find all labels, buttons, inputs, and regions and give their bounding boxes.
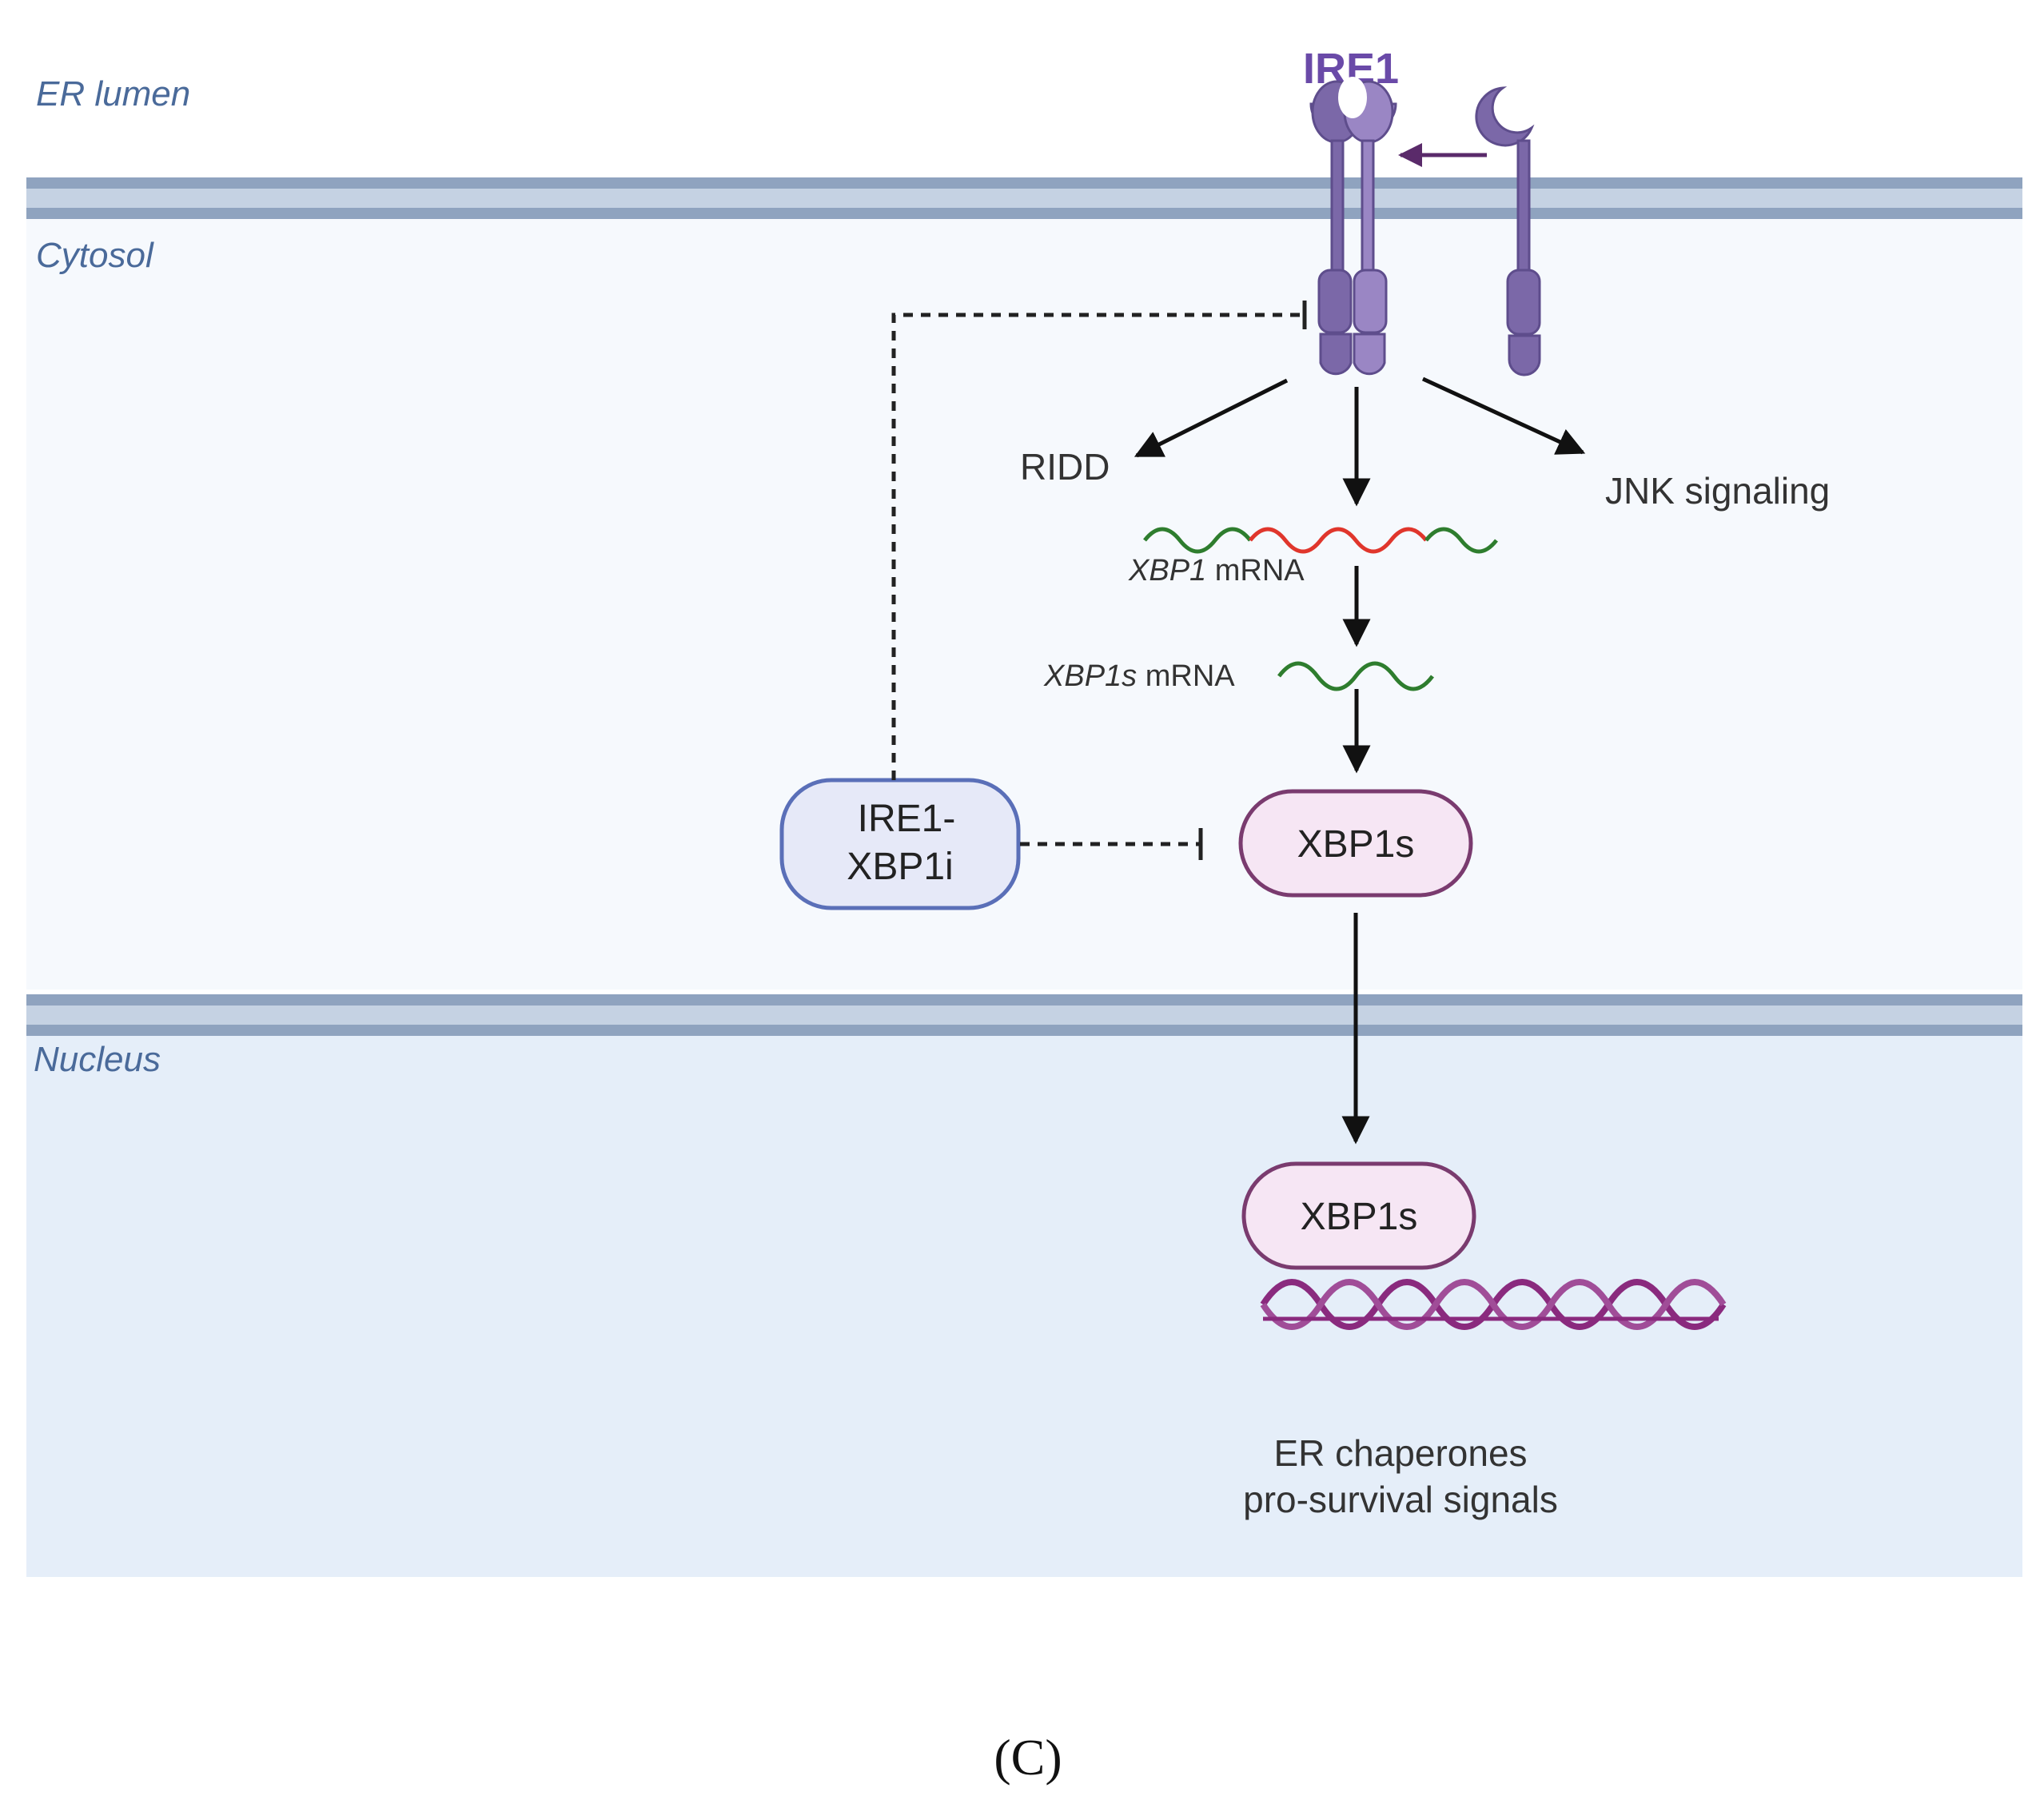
xbp1s-cytosol-label: XBP1s [1297,823,1415,866]
xbp1-mrna-icon [1143,527,1498,554]
nuclear-membrane [26,994,2022,1036]
cytosol-label: Cytosol [36,236,154,275]
er-membrane [26,177,2022,219]
jnk-signaling-label: JNK signaling [1605,470,1830,512]
pro-survival-signals-label: pro-survival signals [1243,1479,1558,1520]
arrow-to-ridd [1134,378,1289,458]
ire1-xbp1i-label-line2: XBP1i [847,846,953,888]
xbp1-mrna-label: XBP1 mRNA [1128,554,1305,587]
ire1-dimer-icon [1309,77,1397,376]
er-lumen-label: ER lumen [36,74,190,113]
arrow-to-jnk [1421,376,1586,455]
nucleus-label: Nucleus [34,1040,161,1079]
inhibition-to-ire1 [891,301,1307,780]
inhibition-to-xbp1s [1020,828,1203,860]
ire1-monomer-icon [1475,86,1541,376]
nucleus-region [26,1031,2022,1577]
xbp1s-mrna-label: XBP1s mRNA [1043,659,1235,693]
xbp1s-nucleus-label: XBP1s [1301,1196,1418,1238]
ire1-xbp1i-label-line1: IRE1- [858,798,956,840]
ridd-label: RIDD [1020,446,1110,488]
xbp1s-mrna-icon [1277,661,1434,691]
panel-label: (C) [994,1729,1062,1786]
dna-helix-icon [1260,1279,1727,1330]
er-chaperones-label: ER chaperones [1273,1432,1527,1474]
cytosol-region [26,214,2022,990]
xbp1s-cytosol-node: XBP1s [1238,789,1473,898]
ire1-xbp1i-node: IRE1- XBP1i [779,778,1021,910]
xbp1s-nucleus-node: XBP1s [1241,1161,1476,1270]
